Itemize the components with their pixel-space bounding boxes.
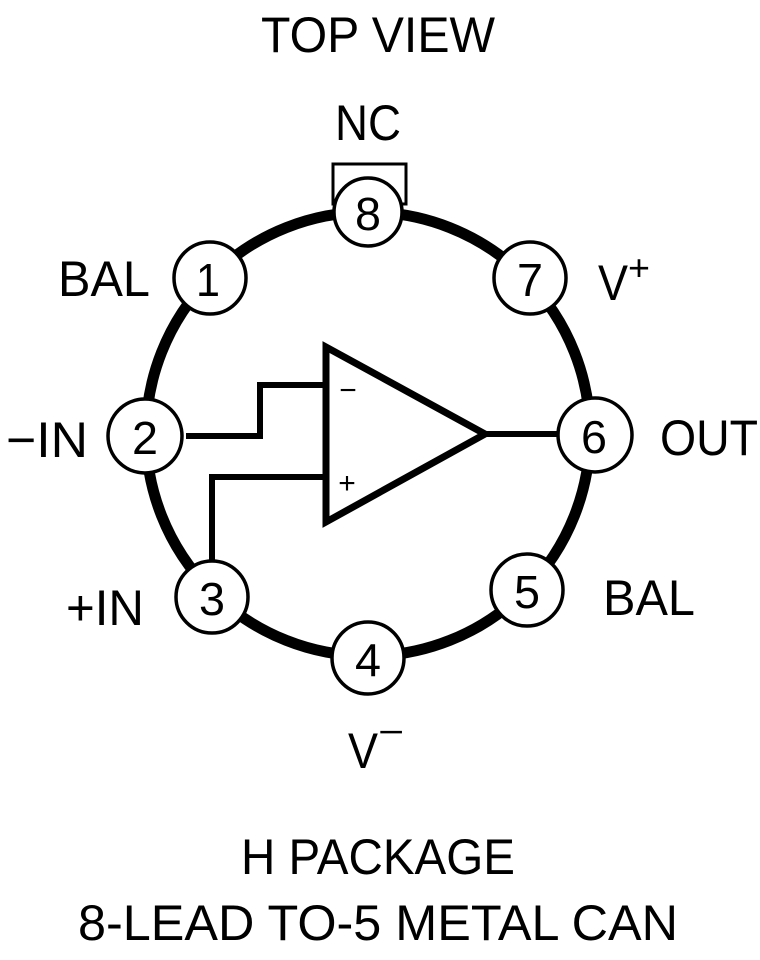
pin-2: 2	[106, 397, 184, 475]
caption-package-description: 8-LEAD TO-5 METAL CAN	[78, 895, 678, 951]
pin-6-number: 6	[581, 411, 607, 463]
pin-7-number: 7	[517, 254, 543, 306]
pin-3-number: 3	[199, 573, 225, 625]
pin-2-number: 2	[132, 412, 158, 464]
pin-5-label: BAL	[603, 570, 695, 626]
pin-7-label-base: V	[598, 255, 629, 311]
pin-1-number: 1	[196, 254, 220, 306]
pin-4-label-superscript: −	[378, 711, 404, 752]
pin-7: 7	[492, 240, 568, 316]
wire-inverting-input	[186, 382, 326, 439]
opamp-noninverting-symbol: +	[338, 467, 356, 500]
pin-3-label: +IN	[66, 580, 144, 636]
pin-6-label: OUT	[660, 410, 758, 466]
opamp-triangle-icon	[322, 341, 493, 528]
pin-5-number: 5	[514, 566, 540, 618]
pin-7-label-superscript: +	[628, 247, 650, 288]
pin-8-label: NC	[335, 95, 401, 151]
pin-6: 6	[556, 396, 634, 474]
title-top-view: TOP VIEW	[261, 7, 496, 63]
pin-1-label: BAL	[58, 251, 150, 307]
pin-4: 4	[330, 620, 406, 696]
pin-4-label-base: V	[348, 723, 379, 779]
opamp-inverting-symbol: −	[339, 374, 357, 407]
pin-2-label: −IN	[6, 412, 88, 468]
pin-3: 3	[174, 559, 250, 635]
pin-1: 1	[172, 240, 248, 316]
caption-package-name: H PACKAGE	[241, 829, 515, 885]
pin-8: 8	[332, 176, 404, 248]
pin-5: 5	[489, 552, 565, 628]
wire-noninverting-input	[209, 474, 326, 572]
pin-4-number: 4	[355, 634, 381, 686]
pin-8-number: 8	[355, 188, 381, 240]
